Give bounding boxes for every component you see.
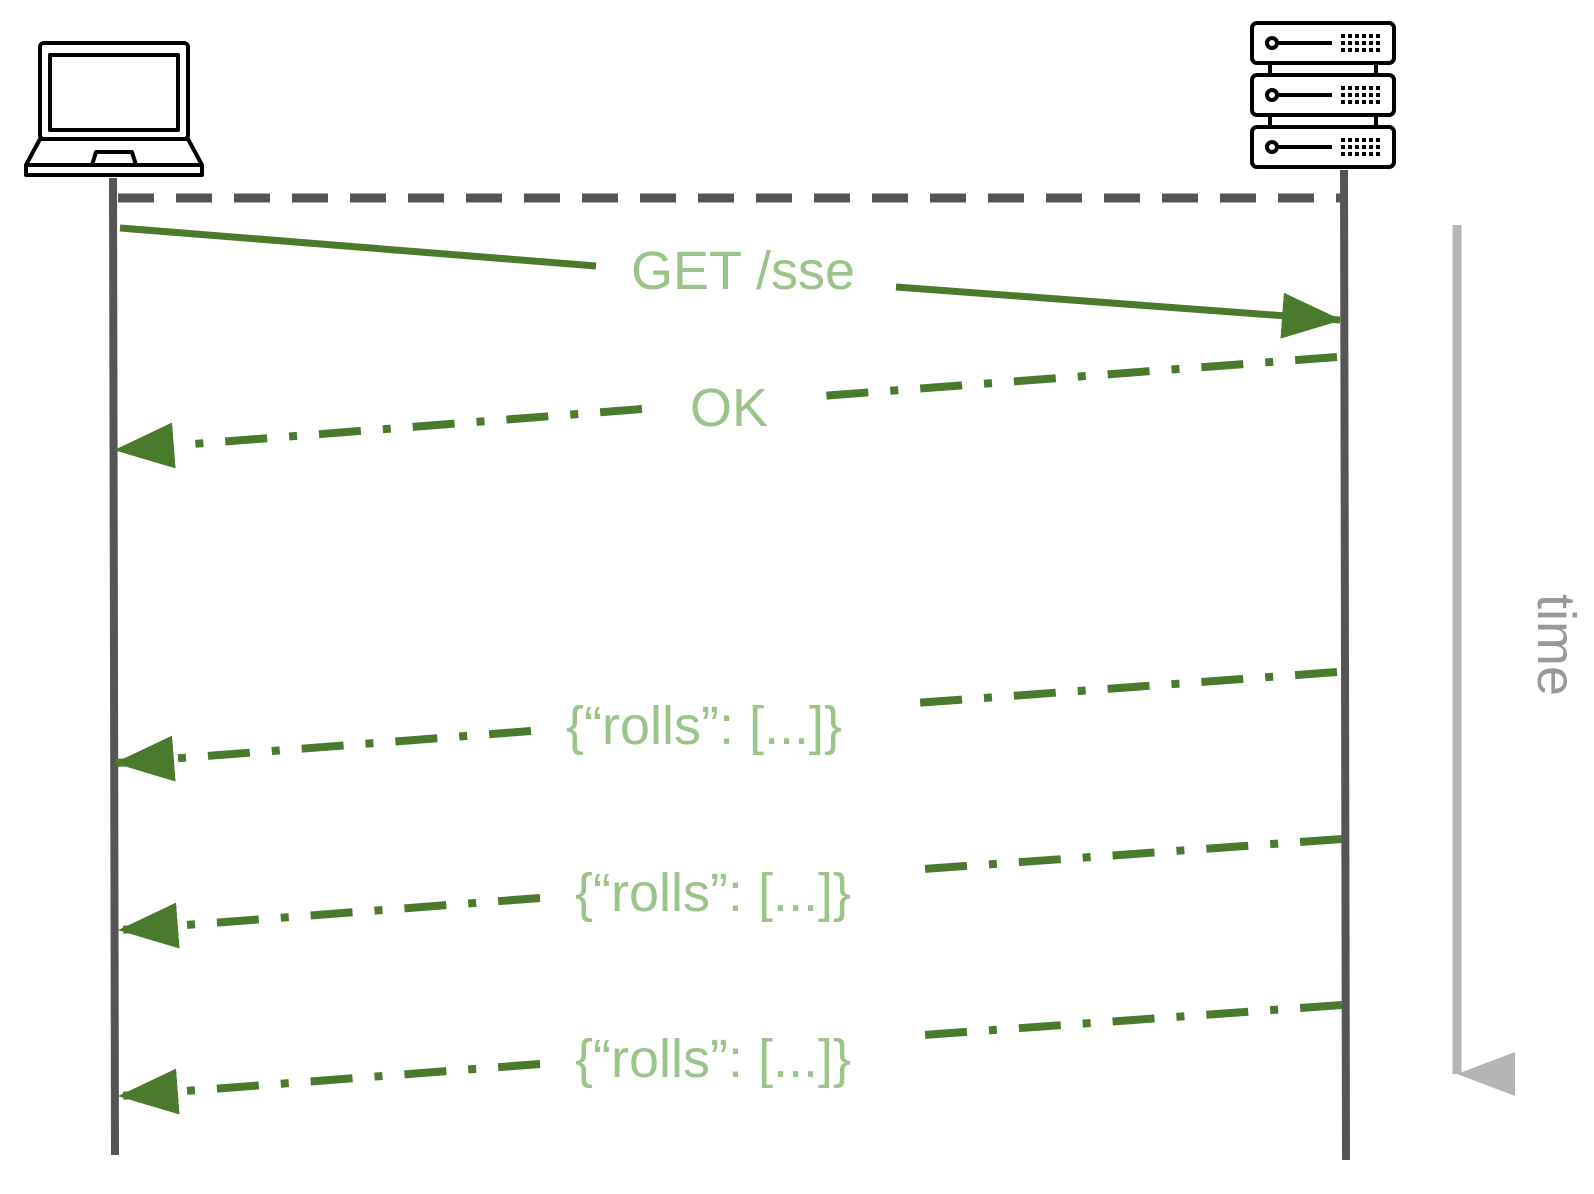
server-vent-dot — [1348, 100, 1352, 104]
message-label: {“rolls”: [...]} — [566, 696, 842, 756]
message-rolls-2: {“rolls”: [...]} — [118, 835, 1343, 949]
server-vent-dot — [1376, 138, 1380, 142]
server-vent-dot — [1362, 145, 1366, 149]
server-vent-dot — [1362, 93, 1366, 97]
server-vent-dot — [1376, 86, 1380, 90]
server-vent-dot — [1341, 152, 1345, 156]
server-vent-dot — [1341, 34, 1345, 38]
server-vent-dot — [1362, 34, 1366, 38]
message-ok: OK — [114, 353, 1338, 469]
message-label: GET /sse — [631, 241, 855, 301]
server-vent-dot — [1355, 100, 1359, 104]
server-vent-dot — [1341, 86, 1345, 90]
server-vent-dot — [1369, 41, 1373, 45]
server-vent-dot — [1369, 86, 1373, 90]
server-vent-dot — [1348, 48, 1352, 52]
server-vent-dot — [1341, 100, 1345, 104]
server-vent-dot — [1369, 152, 1373, 156]
server-vent-dot — [1369, 100, 1373, 104]
server-vent-dot — [1376, 145, 1380, 149]
server-vent-dot — [1369, 48, 1373, 52]
server-vent-dot — [1355, 48, 1359, 52]
server-vent-dot — [1362, 152, 1366, 156]
server-vent-dot — [1376, 41, 1380, 45]
server-vent-dot — [1376, 34, 1380, 38]
server-vent-dot — [1341, 138, 1345, 142]
server-vent-dot — [1355, 41, 1359, 45]
server-vent-dot — [1376, 93, 1380, 97]
server-vent-dot — [1369, 34, 1373, 38]
server-vent-dot — [1341, 93, 1345, 97]
server-vent-dot — [1362, 86, 1366, 90]
server-vent-dot — [1362, 100, 1366, 104]
client-lifeline — [109, 177, 119, 1156]
laptop-icon — [24, 41, 204, 177]
message-get-sse: GET /sse — [119, 224, 1342, 339]
server-vent-dot — [1355, 93, 1359, 97]
server-vent-dot — [1355, 152, 1359, 156]
message-label: {“rolls”: [...]} — [575, 863, 851, 923]
time-axis: time — [1452, 225, 1586, 1096]
message-label: OK — [690, 378, 768, 438]
server-lifeline — [1340, 169, 1350, 1161]
server-vent-dot — [1376, 48, 1380, 52]
message-rolls-1: {“rolls”: [...]} — [114, 668, 1338, 782]
server-vent-dot — [1348, 93, 1352, 97]
server-vent-dot — [1348, 145, 1352, 149]
server-vent-dot — [1362, 138, 1366, 142]
server-vent-dot — [1341, 48, 1345, 52]
server-vent-dot — [1369, 138, 1373, 142]
server-vent-dot — [1355, 34, 1359, 38]
server-vent-dot — [1355, 145, 1359, 149]
server-vent-dot — [1376, 152, 1380, 156]
server-vent-dot — [1348, 152, 1352, 156]
server-rack-icon — [1250, 21, 1396, 169]
server-vent-dot — [1362, 48, 1366, 52]
server-vent-dot — [1348, 34, 1352, 38]
server-vent-dot — [1348, 138, 1352, 142]
server-vent-dot — [1376, 100, 1380, 104]
server-vent-dot — [1348, 86, 1352, 90]
server-vent-dot — [1355, 138, 1359, 142]
server-vent-dot — [1362, 41, 1366, 45]
server-vent-dot — [1369, 145, 1373, 149]
time-label: time — [1526, 594, 1586, 696]
server-vent-dot — [1369, 93, 1373, 97]
message-label: {“rolls”: [...]} — [575, 1029, 851, 1089]
server-vent-dot — [1341, 41, 1345, 45]
server-vent-dot — [1348, 41, 1352, 45]
server-vent-dot — [1355, 86, 1359, 90]
server-vent-dot — [1341, 145, 1345, 149]
message-rolls-3: {“rolls”: [...]} — [118, 1001, 1343, 1115]
